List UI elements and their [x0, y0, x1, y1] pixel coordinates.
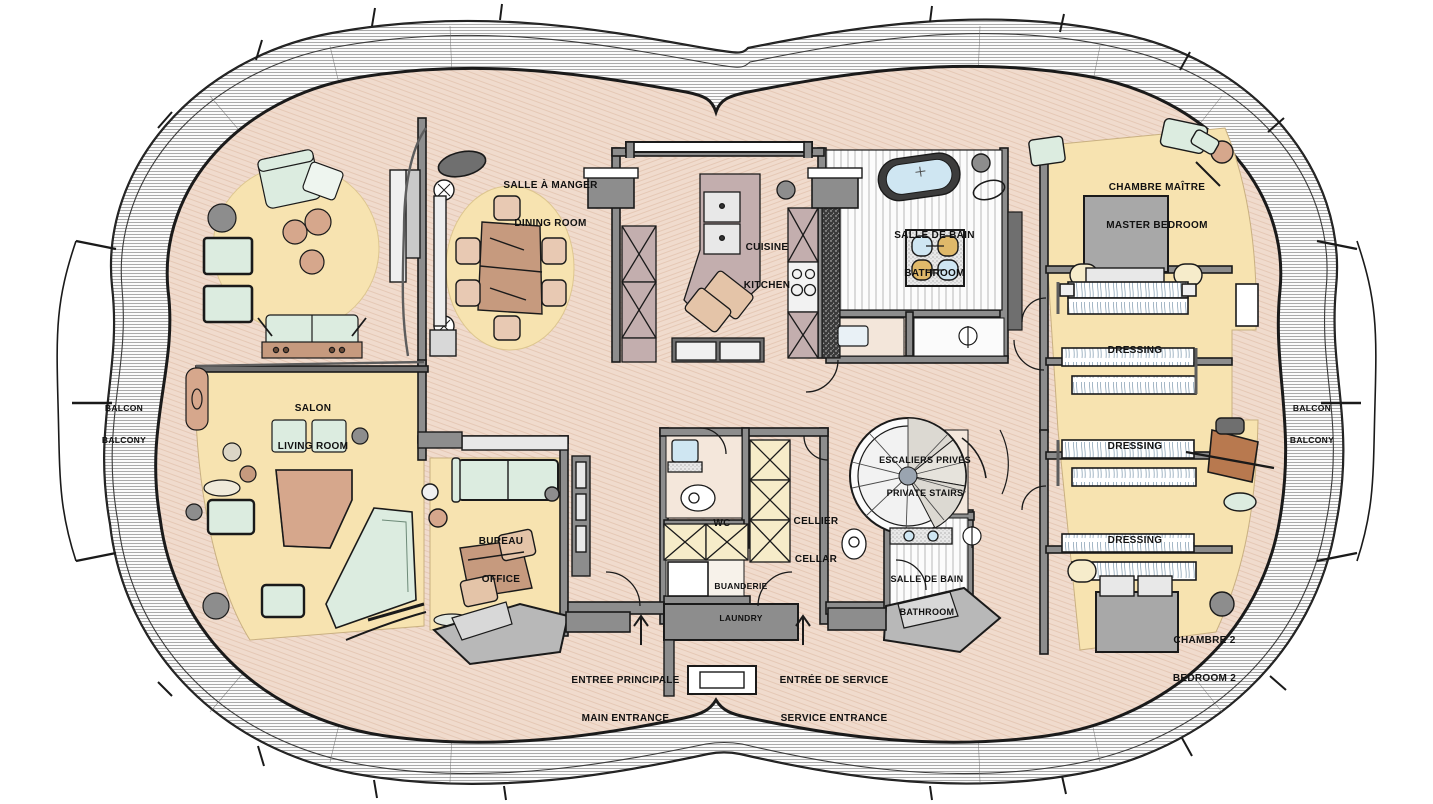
kitchen-furniture [583, 167, 863, 363]
service-area-fixtures [663, 439, 982, 597]
office-furniture [421, 457, 560, 608]
storage-units [417, 431, 591, 577]
private-stairs [849, 417, 1009, 535]
living-room-furniture [185, 149, 471, 641]
dining-room-furniture [389, 150, 567, 357]
door-swings [605, 297, 1047, 607]
master-bathroom-fixtures [837, 152, 1023, 348]
entrance-arrows [633, 614, 811, 645]
facade-details [195, 127, 427, 368]
master-bedroom-furniture [1028, 117, 1259, 327]
entry-lobby [432, 586, 1002, 697]
bedroom2-furniture [1067, 417, 1275, 653]
dressing-closets [1056, 281, 1198, 581]
